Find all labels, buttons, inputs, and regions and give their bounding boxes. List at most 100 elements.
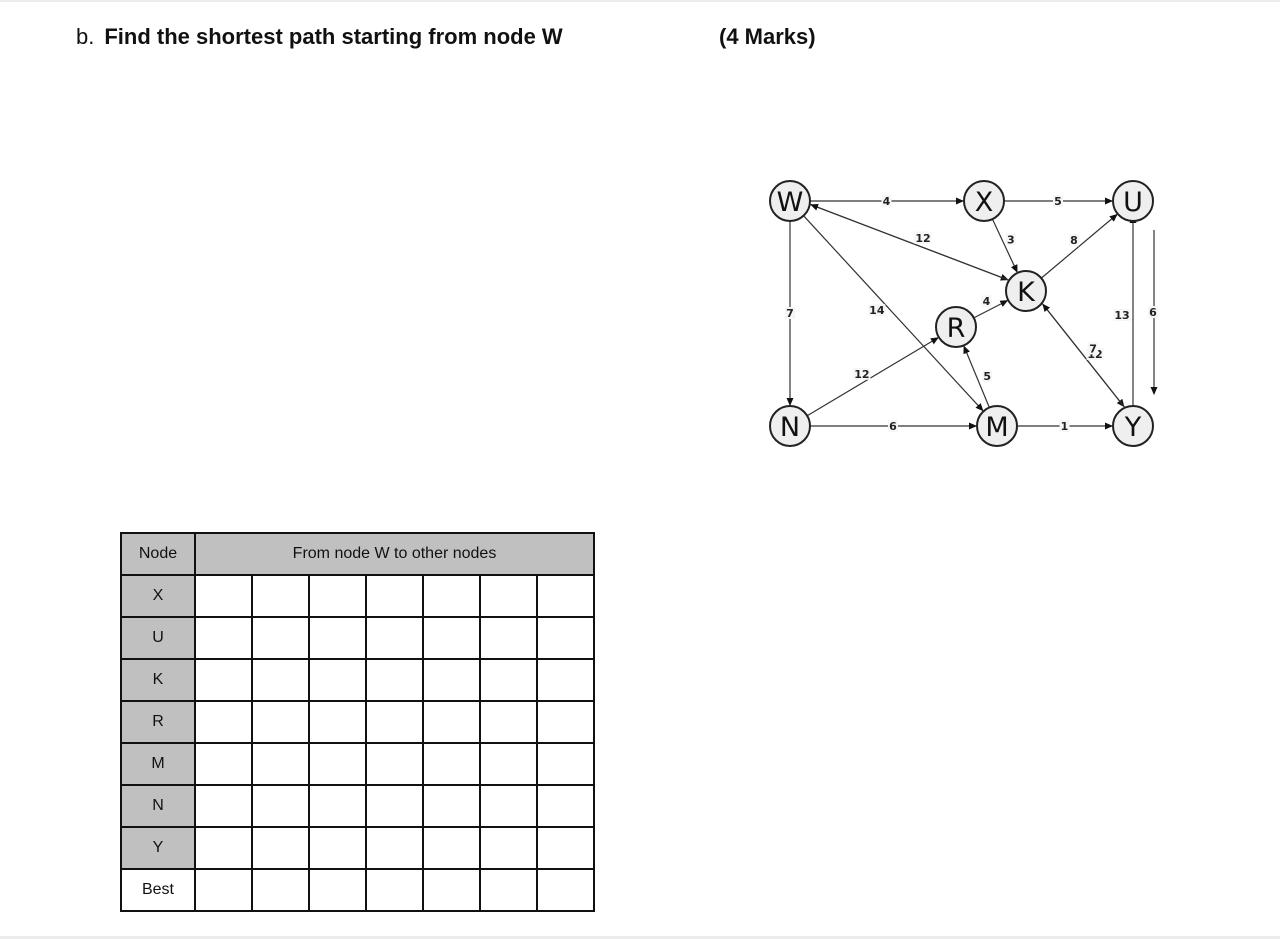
- table-row: M: [120, 742, 595, 786]
- row-node-label: N: [120, 784, 196, 828]
- answer-cell[interactable]: [365, 868, 424, 912]
- edge-k-to-u: [1040, 213, 1118, 279]
- answer-cell[interactable]: [194, 574, 253, 618]
- edge-weight-label: 4: [983, 295, 991, 308]
- answer-cell[interactable]: [251, 868, 310, 912]
- answer-cell[interactable]: [365, 826, 424, 870]
- answer-cell[interactable]: [251, 616, 310, 660]
- answer-cell[interactable]: [308, 868, 367, 912]
- answer-cell[interactable]: [194, 784, 253, 828]
- answer-cell[interactable]: [194, 742, 253, 786]
- answer-cell[interactable]: [422, 700, 481, 744]
- answer-cell[interactable]: [479, 868, 538, 912]
- graph-node-k: K: [1005, 270, 1047, 312]
- edge-weight-label: 1: [1061, 420, 1069, 433]
- answer-cell[interactable]: [479, 658, 538, 702]
- answer-cell[interactable]: [365, 616, 424, 660]
- answer-cell[interactable]: [536, 826, 595, 870]
- answer-cell[interactable]: [536, 868, 595, 912]
- answer-cell[interactable]: [479, 784, 538, 828]
- edge-weight-label: 6: [889, 420, 897, 433]
- answer-cell[interactable]: [308, 742, 367, 786]
- table-row: R: [120, 700, 595, 744]
- answer-cell[interactable]: [536, 616, 595, 660]
- answer-cell[interactable]: [251, 658, 310, 702]
- answer-cell[interactable]: [422, 658, 481, 702]
- answer-cell[interactable]: [251, 784, 310, 828]
- edge-weight-background: [888, 420, 898, 432]
- edge-weight-label: 6: [1149, 306, 1157, 319]
- answer-cell[interactable]: [365, 658, 424, 702]
- answer-cell[interactable]: [422, 868, 481, 912]
- answer-cell[interactable]: [536, 658, 595, 702]
- node-label: U: [1123, 187, 1143, 218]
- answer-cell[interactable]: [536, 574, 595, 618]
- answer-cell[interactable]: [479, 574, 538, 618]
- answer-cell[interactable]: [422, 826, 481, 870]
- answer-cell[interactable]: [251, 742, 310, 786]
- answer-cell[interactable]: [194, 616, 253, 660]
- answer-cell[interactable]: [308, 784, 367, 828]
- table-header-row: Node From node W to other nodes: [120, 532, 595, 576]
- node-circle: [935, 306, 977, 348]
- node-label: K: [1017, 277, 1036, 308]
- answer-cell[interactable]: [194, 826, 253, 870]
- edge-weight-label: 14: [869, 304, 885, 317]
- node-circle: [963, 180, 1005, 222]
- answer-cell[interactable]: [479, 826, 538, 870]
- answer-cell[interactable]: [365, 574, 424, 618]
- answer-cell[interactable]: [251, 574, 310, 618]
- node-label: R: [947, 313, 966, 344]
- answer-cell[interactable]: [479, 616, 538, 660]
- answer-cell[interactable]: [308, 658, 367, 702]
- edge-weight-label: 8: [1070, 234, 1078, 247]
- edge-weight-label: 12: [854, 368, 869, 381]
- answer-cell[interactable]: [422, 742, 481, 786]
- edge-weight-background: [1148, 306, 1158, 318]
- question-heading: b.Find the shortest path starting from n…: [76, 24, 563, 50]
- answer-cell[interactable]: [536, 700, 595, 744]
- answer-cell[interactable]: [194, 700, 253, 744]
- row-node-label: M: [120, 742, 196, 786]
- edge-k-to-w: [810, 203, 1009, 281]
- node-label: M: [985, 412, 1008, 443]
- row-node-label: Best: [120, 868, 196, 912]
- row-node-label: K: [120, 658, 196, 702]
- answer-cell[interactable]: [479, 742, 538, 786]
- answer-cell[interactable]: [251, 700, 310, 744]
- edge-w-to-m: [803, 215, 984, 412]
- answer-cell[interactable]: [422, 574, 481, 618]
- answer-cell[interactable]: [194, 658, 253, 702]
- node-circle: [1112, 180, 1154, 222]
- marks-label: (4 Marks): [719, 24, 816, 49]
- answer-cell[interactable]: [422, 616, 481, 660]
- answer-cell[interactable]: [422, 784, 481, 828]
- answer-cell[interactable]: [479, 700, 538, 744]
- answer-cell[interactable]: [308, 700, 367, 744]
- edge-weight-background: [1068, 234, 1079, 247]
- edge-weight-background: [982, 370, 993, 383]
- answer-cell[interactable]: [194, 868, 253, 912]
- answer-cell[interactable]: [536, 784, 595, 828]
- page-bottom-edge: [0, 936, 1280, 939]
- row-node-label: U: [120, 616, 196, 660]
- answer-cell[interactable]: [365, 700, 424, 744]
- answer-cell[interactable]: [365, 742, 424, 786]
- node-label: Y: [1124, 412, 1142, 443]
- answer-cell[interactable]: [308, 826, 367, 870]
- answer-cell[interactable]: [365, 784, 424, 828]
- answer-cell[interactable]: [536, 742, 595, 786]
- answer-cell[interactable]: [308, 574, 367, 618]
- edge-weight-background: [881, 195, 892, 207]
- edge-weight-background: [981, 295, 992, 308]
- node-label: X: [975, 187, 994, 218]
- answer-cell[interactable]: [308, 616, 367, 660]
- node-circle: [1112, 405, 1154, 447]
- answer-cell[interactable]: [251, 826, 310, 870]
- edge-r-to-k: [973, 300, 1009, 319]
- edge-n-to-r: [806, 337, 939, 417]
- node-circle: [976, 405, 1018, 447]
- edge-y-to-k: [1042, 303, 1125, 408]
